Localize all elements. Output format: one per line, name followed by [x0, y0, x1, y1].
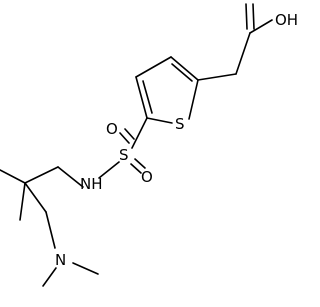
bond-ch2-ring: [197, 73, 237, 81]
bond-c5-s: [146, 117, 173, 124]
sulfonyl-oxygen-top-label: O: [106, 120, 118, 138]
bond-ch2-n: [45, 211, 56, 249]
sulfonyl-oxygen-bottom-label: O: [141, 168, 153, 186]
bond-cq-ch2: [24, 182, 47, 213]
bond-co-double-2: [252, 3, 255, 30]
bond-so-bottom-2: [134, 158, 146, 169]
bond-s-c2: [188, 79, 199, 120]
bond-cq-me1: [0, 169, 26, 184]
sulfonyl-sulfur-label: S: [119, 146, 129, 164]
bond-nh-ch2: [57, 166, 84, 188]
bond-ch2-cq: [24, 166, 59, 184]
bond-cq-me2: [19, 182, 26, 221]
bond-so-top-1: [119, 132, 130, 144]
bond-cooh-ch2: [235, 32, 251, 75]
bond-so-bottom-1: [130, 163, 142, 174]
bond-c4-c5: [135, 76, 148, 119]
bond-c2-c3-inner: [171, 63, 193, 82]
bond-c4-c5-inner: [142, 80, 153, 114]
amine-nitrogen-label: N: [55, 251, 66, 269]
bond-ring-so2: [131, 117, 148, 149]
structure-diagram: OH S S O O NH N: [0, 3, 298, 287]
ring-sulfur-label: S: [175, 115, 185, 133]
bond-c2-c3: [170, 56, 199, 81]
amide-nh-label: NH: [80, 175, 103, 193]
bond-so2-nh: [98, 161, 120, 179]
bond-n-me2: [72, 262, 99, 275]
bond-c3-c4: [135, 56, 172, 78]
bond-so-top-2: [124, 128, 135, 140]
bond-n-me1: [42, 267, 57, 287]
bond-co-double-1: [245, 3, 248, 30]
bond-cooh-oh: [249, 19, 273, 34]
hydroxyl-label: OH: [275, 11, 298, 29]
